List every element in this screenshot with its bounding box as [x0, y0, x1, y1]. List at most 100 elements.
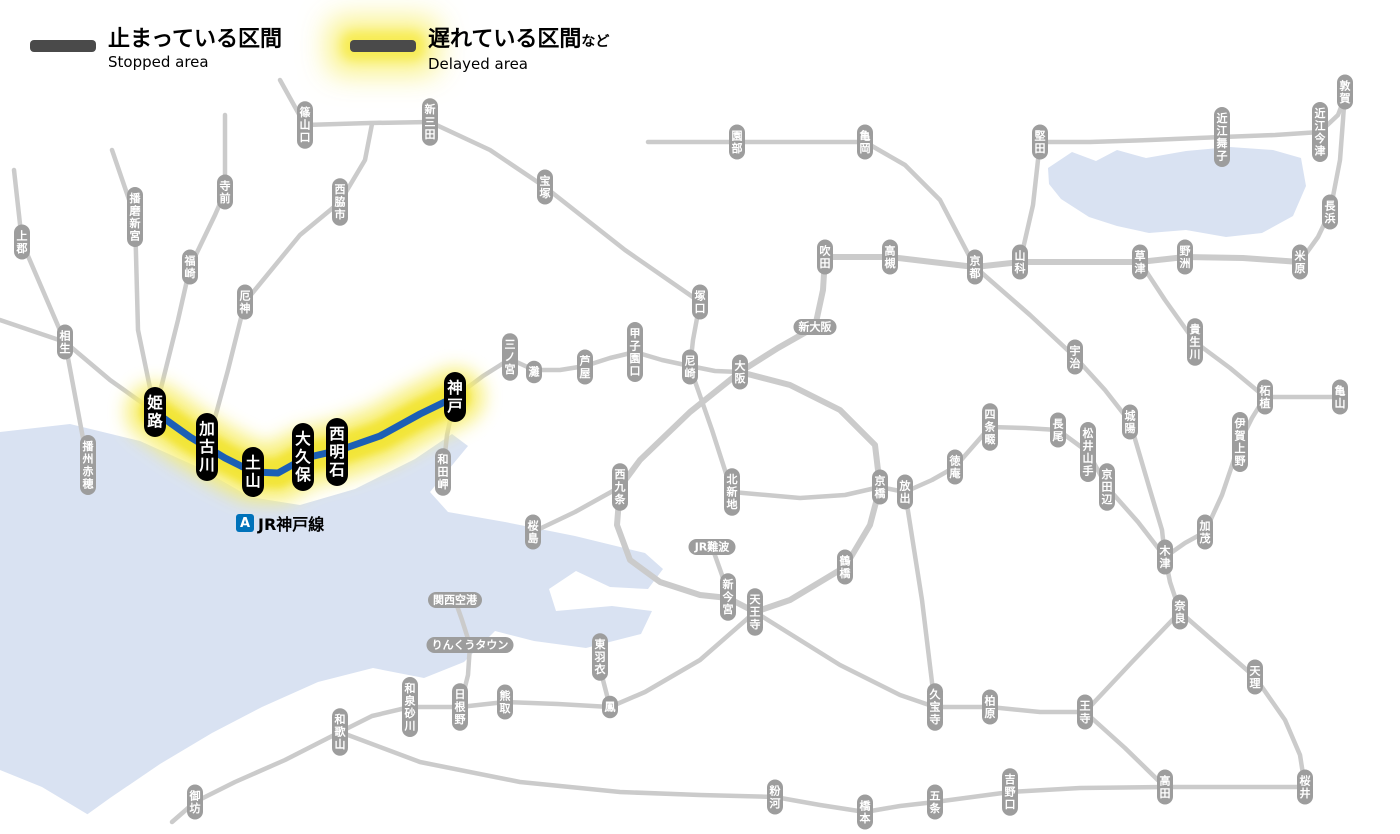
svg-text:高: 高 — [1160, 773, 1171, 787]
svg-text:播: 播 — [83, 439, 95, 453]
svg-text:柏: 柏 — [985, 693, 996, 707]
svg-text:寺: 寺 — [220, 178, 231, 192]
svg-text:江: 江 — [1315, 118, 1326, 132]
svg-text:歌: 歌 — [335, 725, 347, 739]
svg-text:高: 高 — [885, 243, 896, 257]
rail-line — [1082, 709, 1168, 790]
svg-text:辺: 辺 — [1102, 493, 1113, 506]
svg-text:尾: 尾 — [1052, 430, 1064, 443]
svg-text:姫: 姫 — [147, 393, 163, 412]
svg-text:河: 河 — [770, 796, 781, 810]
svg-text:寺: 寺 — [750, 617, 761, 631]
svg-text:西: 西 — [615, 468, 626, 481]
svg-text:柘: 柘 — [1259, 383, 1271, 397]
svg-text:木: 木 — [1159, 543, 1172, 557]
svg-text:園: 園 — [630, 352, 641, 365]
svg-text:植: 植 — [1259, 396, 1271, 410]
svg-text:理: 理 — [1250, 677, 1261, 690]
svg-text:田: 田 — [1102, 481, 1113, 494]
station-pill: 新大阪 — [793, 319, 837, 335]
svg-text:土: 土 — [245, 453, 261, 472]
svg-text:条: 条 — [614, 492, 627, 506]
svg-text:脇: 脇 — [335, 195, 346, 209]
svg-text:口: 口 — [300, 131, 311, 144]
svg-text:三: 三 — [505, 338, 516, 351]
svg-text:加: 加 — [198, 420, 215, 438]
svg-text:城: 城 — [1125, 408, 1136, 422]
svg-text:園: 園 — [732, 129, 743, 142]
svg-text:今: 今 — [1314, 131, 1327, 145]
station-pill: 京田辺 — [1099, 463, 1115, 511]
station-pill: 貴生川 — [1187, 318, 1203, 366]
svg-text:京: 京 — [970, 253, 981, 267]
station-pill: 京都 — [967, 249, 983, 285]
svg-text:手: 手 — [1083, 463, 1094, 477]
svg-text:灘: 灘 — [529, 365, 540, 379]
legend-delayed: 遅れている区間など Delayed area — [350, 27, 609, 73]
station-pill: 亀山 — [1332, 379, 1348, 415]
svg-text:津: 津 — [1160, 556, 1171, 570]
station-pill: 京橋 — [872, 469, 888, 505]
station-pill: 宇治 — [1067, 339, 1083, 375]
station-pill: 野洲 — [1177, 239, 1193, 275]
svg-text:五: 五 — [930, 789, 941, 802]
svg-text:宮: 宮 — [505, 362, 516, 376]
svg-text:戸: 戸 — [447, 397, 463, 415]
svg-text:今: 今 — [722, 590, 735, 604]
svg-text:貴: 貴 — [1190, 322, 1201, 336]
station-pill: 寺前 — [217, 174, 233, 210]
legend-delayed-label-ja: 遅れている区間など — [428, 27, 610, 52]
station-pill: 尼崎 — [682, 349, 698, 385]
station-pill: 敦賀 — [1337, 74, 1353, 110]
station-pill: 吉野口 — [1002, 768, 1018, 816]
svg-text:りんくうタウン: りんくうタウン — [432, 639, 509, 652]
station-pill: 大阪 — [732, 354, 748, 390]
svg-text:宮: 宮 — [723, 602, 734, 616]
line-symbol-a-icon: A — [236, 514, 254, 532]
svg-text:天: 天 — [750, 593, 762, 606]
svg-text:大: 大 — [735, 358, 746, 372]
svg-text:関西空港: 関西空港 — [433, 593, 478, 607]
svg-text:芦: 芦 — [580, 353, 591, 367]
station-pill: 東羽衣 — [592, 633, 608, 681]
svg-text:子: 子 — [630, 339, 641, 352]
svg-text:四: 四 — [985, 408, 996, 421]
svg-text:陽: 陽 — [1125, 421, 1136, 435]
station-pill: 鶴橋 — [837, 549, 853, 585]
svg-text:羽: 羽 — [595, 651, 606, 664]
svg-text:洲: 洲 — [1180, 257, 1191, 270]
svg-text:田: 田 — [1160, 787, 1171, 800]
svg-text:江: 江 — [1217, 123, 1228, 137]
svg-text:長: 長 — [1325, 199, 1337, 212]
station-pill: 関西空港 — [428, 592, 482, 608]
rail-line — [0, 317, 68, 345]
svg-text:神: 神 — [240, 301, 251, 315]
svg-text:治: 治 — [1070, 356, 1081, 370]
svg-text:桜: 桜 — [1300, 773, 1311, 787]
svg-text:野: 野 — [1005, 786, 1016, 799]
svg-text:石: 石 — [328, 461, 345, 479]
rail-line — [1017, 99, 1346, 265]
svg-text:田: 田 — [438, 466, 449, 479]
svg-text:粉: 粉 — [770, 783, 781, 797]
station-pill: 上郡 — [14, 224, 30, 260]
svg-text:田: 田 — [1035, 142, 1046, 155]
svg-text:畷: 畷 — [985, 433, 997, 446]
svg-text:赤: 赤 — [83, 464, 94, 478]
station-pill: 鳳 — [602, 695, 618, 719]
svg-text:阪: 阪 — [735, 371, 747, 385]
svg-text:御: 御 — [189, 788, 201, 802]
svg-text:山: 山 — [1083, 451, 1094, 465]
svg-text:和: 和 — [438, 452, 449, 466]
svg-text:松: 松 — [1083, 426, 1094, 440]
station-pill: 山科 — [1012, 244, 1028, 280]
station-pill: 徳庵 — [947, 449, 963, 485]
svg-text:堅: 堅 — [1035, 129, 1046, 142]
svg-text:磨: 磨 — [129, 203, 142, 217]
svg-text:口: 口 — [630, 364, 641, 377]
svg-text:新: 新 — [425, 102, 436, 116]
svg-text:島: 島 — [528, 531, 539, 545]
